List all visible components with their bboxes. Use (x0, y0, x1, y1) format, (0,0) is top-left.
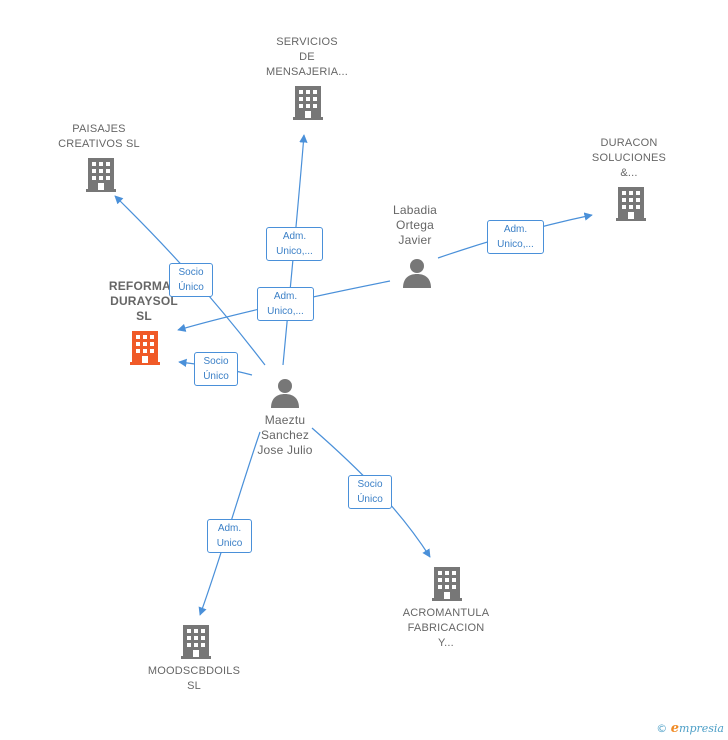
node-servicios-label[interactable]: SERVICIOS DE MENSAJERIA... (266, 35, 348, 80)
node-moodscbdoils-label[interactable]: MOODSCBDOILS SL (148, 664, 240, 694)
label-line: &... (620, 167, 638, 179)
label-line: DE (299, 51, 315, 63)
node-paisajes-label[interactable]: PAISAJES CREATIVOS SL (58, 122, 140, 152)
edge-label-line: Adm. (273, 291, 298, 302)
label-line: Maeztu (264, 413, 306, 427)
copyright-symbol: © (656, 722, 668, 735)
node-labadia-label[interactable]: Labadia Ortega Javier (393, 203, 437, 248)
label-line: Sanchez (260, 428, 310, 442)
edge-label-maeztu-moodscbdoils[interactable]: Adm. Unico (207, 519, 252, 553)
edge-label-labadia-duracon[interactable]: Adm. Unico,... (487, 220, 544, 254)
edge-label-line: Socio (357, 479, 383, 490)
label-line: SOLUCIONES (591, 152, 667, 164)
edge-label-maeztu-acromantula[interactable]: Socio Único (348, 475, 392, 509)
label-line: Labadia (392, 203, 438, 217)
label-line: DURACON (600, 137, 658, 149)
label-line: REFORMAS (108, 279, 180, 293)
brand-initial: e (670, 721, 680, 736)
edge-label-line: Único (357, 494, 383, 505)
edge-label-labadia-reformas[interactable]: Adm. Unico,... (257, 287, 314, 321)
label-line: DURAYSOL (110, 294, 178, 308)
building-icon (293, 86, 323, 120)
person-icon (403, 259, 431, 288)
edge-label-line: Unico,... (267, 306, 304, 317)
edge-label-line: Adm. (217, 523, 242, 534)
edge-label-maeztu-paisajes[interactable]: Socio Único (169, 263, 213, 297)
brand-name: mpresia (679, 722, 724, 735)
label-line: MENSAJERIA... (265, 66, 349, 78)
edge-label-line: Adm. (282, 231, 307, 242)
edge-label-line: Unico,... (497, 239, 534, 250)
edge-label-line: Adm. (503, 224, 528, 235)
node-maeztu-label[interactable]: Maeztu Sanchez Jose Julio (257, 413, 312, 458)
edge-label-maeztu-servicios[interactable]: Adm. Unico,... (266, 227, 323, 261)
building-icon (130, 331, 160, 365)
label-line: MOODSCBDOILS (147, 665, 241, 677)
edge-label-line: Único (178, 282, 204, 293)
edge-label-maeztu-reformas[interactable]: Socio Único (194, 352, 238, 386)
edge-label-line: Unico,... (276, 246, 313, 257)
label-line: SL (136, 309, 152, 323)
person-icon (271, 379, 299, 408)
label-line: CREATIVOS SL (58, 138, 140, 150)
label-line: PAISAJES (72, 123, 126, 135)
building-icon (432, 567, 462, 601)
node-acromantula-label[interactable]: ACROMANTULA FABRICACION Y... (403, 606, 490, 651)
label-line: Y... (438, 637, 454, 649)
label-line: Javier (398, 233, 432, 247)
node-duracon-label[interactable]: DURACON SOLUCIONES &... (592, 136, 666, 181)
edge-label-line: Único (203, 371, 229, 382)
label-line: ACROMANTULA (402, 607, 490, 619)
edge-label-line: Socio (203, 356, 229, 367)
label-line: SL (187, 680, 201, 692)
label-line: Ortega (396, 218, 434, 232)
building-icon (86, 158, 116, 192)
label-line: SERVICIOS (276, 36, 338, 48)
edge-label-line: Unico (216, 538, 243, 549)
empresia-logo: © empresia (656, 721, 724, 736)
node-reformas-label[interactable]: REFORMAS DURAYSOL SL (109, 279, 179, 324)
building-icon (181, 625, 211, 659)
label-line: Jose Julio (257, 443, 313, 457)
edge-label-line: Socio (178, 267, 204, 278)
building-icon (616, 187, 646, 221)
label-line: FABRICACION (407, 622, 485, 634)
